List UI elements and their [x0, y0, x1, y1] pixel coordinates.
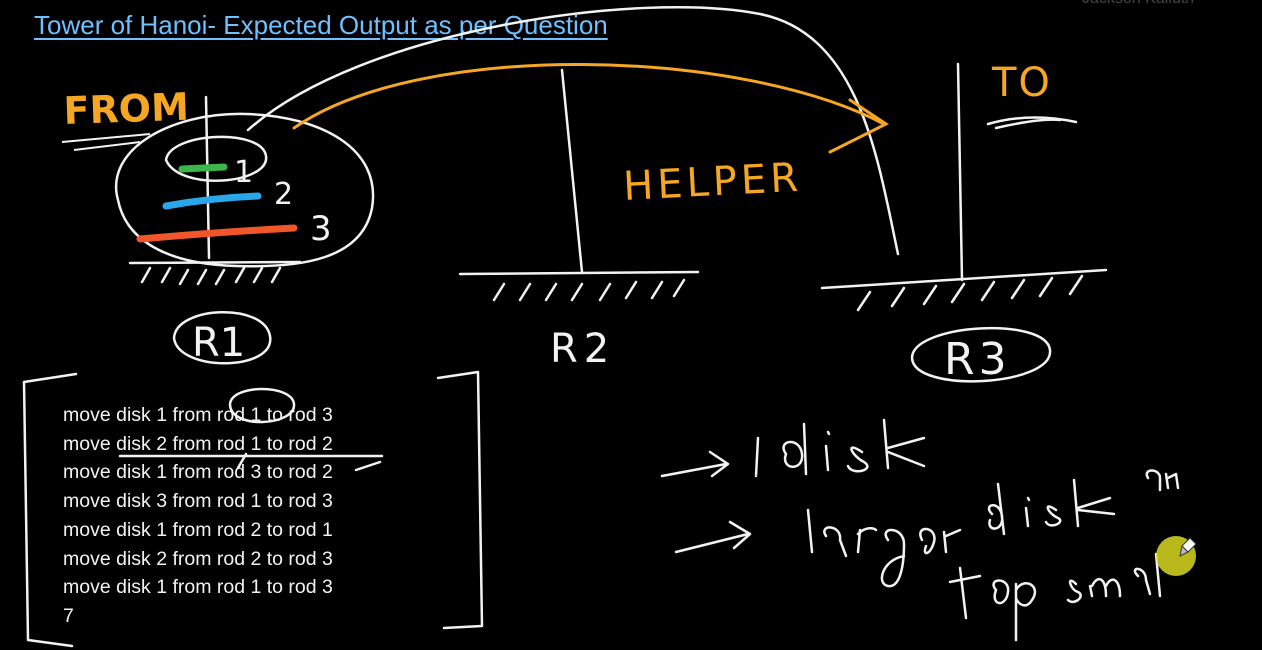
program-output: move disk 1 from rod 1 to rod 3 move dis…	[63, 401, 333, 631]
note-1: 1 disk	[756, 475, 763, 477]
rod-1-hatch	[140, 266, 282, 286]
output-line: move disk 1 from rod 1 to rod 3	[63, 576, 333, 599]
note-2: larger disk on	[808, 554, 822, 557]
rod-3-hatch	[856, 274, 1084, 312]
pen-pointer-icon	[1156, 536, 1197, 576]
output-line: move disk 3 from rod 1 to rod 3	[63, 490, 333, 513]
total-moves: 7	[63, 604, 74, 627]
disk-3	[136, 224, 298, 243]
note-3: top small	[950, 610, 960, 613]
rod-1-circle	[172, 310, 272, 365]
disk-1-number: 1	[234, 155, 253, 190]
output-line: move disk 1 from rod 3 to rod 2	[63, 461, 333, 484]
disk-3-number: 3	[310, 209, 332, 249]
to-underline	[986, 116, 1078, 130]
rod-1-label: R1	[192, 320, 245, 366]
note-1-arrow	[660, 450, 730, 478]
rod-3-label: R3	[944, 334, 1011, 385]
output-line: move disk 1 from rod 2 to rod 1	[63, 518, 333, 541]
output-close-bracket	[436, 370, 484, 630]
rod-2-pole	[560, 68, 584, 274]
output-line: move disk 2 from rod 1 to rod 2	[63, 432, 333, 455]
page-title: Tower of Hanoi- Expected Output as per Q…	[34, 10, 608, 40]
rod-1-hand-circle	[228, 387, 296, 424]
from-label: FROM	[63, 85, 190, 133]
rod-3-base	[820, 268, 1108, 290]
rod-2-base	[458, 270, 700, 276]
note-2-ink	[806, 469, 1180, 588]
transfer-arc	[246, 6, 900, 256]
to-label: TO	[991, 60, 1052, 106]
rod-3-pole	[956, 62, 964, 282]
move-arrow	[292, 63, 889, 154]
hand-underline	[118, 452, 384, 472]
helper-label: HELPER	[622, 155, 803, 210]
output-open-bracket	[22, 372, 78, 648]
disk-2	[162, 192, 262, 210]
rod-3-circle	[910, 326, 1052, 383]
note-2-arrow	[674, 520, 752, 554]
rod-2-hatch	[492, 278, 686, 302]
disk-stack-circle	[114, 112, 375, 268]
note-3-ink	[948, 552, 1162, 642]
disk-1-circle	[164, 135, 268, 182]
rod-1-base	[128, 260, 302, 265]
rod-2-label: R2	[550, 326, 615, 372]
output-line: move disk 2 from rod 2 to rod 3	[63, 547, 333, 570]
output-line: move disk 1 from rod 1 to rod 3	[63, 404, 333, 426]
disk-2-number: 2	[274, 177, 293, 212]
author-watermark: Jackson Kalluth	[1082, 0, 1194, 8]
from-underline	[61, 133, 151, 151]
note-1-ink	[754, 418, 926, 478]
disk-1	[178, 163, 228, 173]
